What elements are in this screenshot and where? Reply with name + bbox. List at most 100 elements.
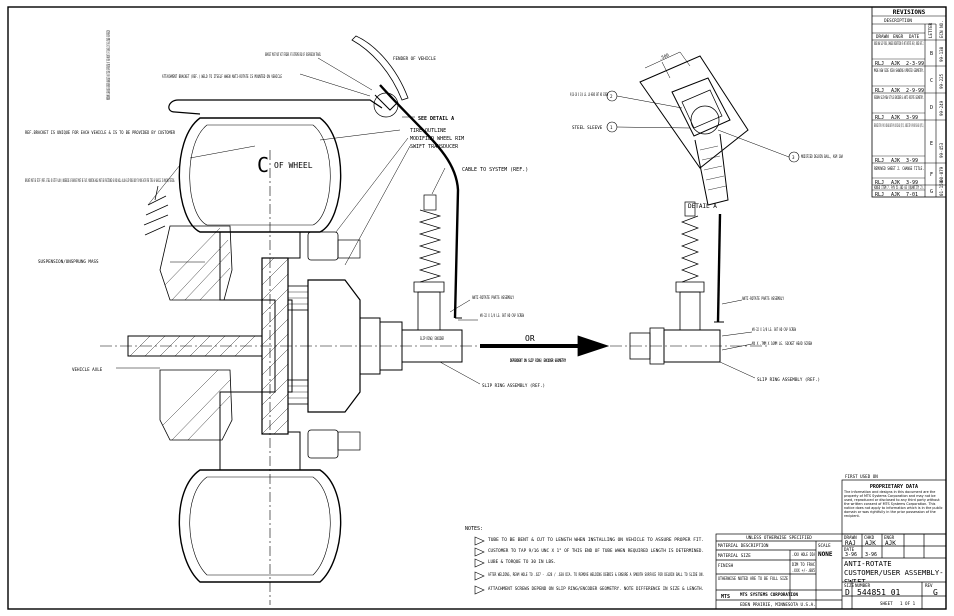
label-delrin: MODIFIED DELRIN BALL, ASM 10A [801, 154, 843, 159]
label-anti-rotate-right: ANTI-ROTATE PARTS ASSEMBLY [742, 296, 784, 301]
proprietary-title: PROPRIETARY DATA [870, 484, 918, 490]
right-view-labels: ANTI-ROTATE PARTS ASSEMBLY #8-32 X 3/8 L… [742, 296, 820, 382]
note-item: LUBE & TORQUE TO 30 IN LBS. [474, 558, 556, 568]
svg-text:FIRST USED ON: FIRST USED ON [845, 474, 878, 479]
svg-text:RLJ: RLJ [875, 158, 884, 164]
balloon-2: 2 [610, 94, 613, 99]
svg-text:CUSTOMER TO TAP 9/16 UNC X 1": CUSTOMER TO TAP 9/16 UNC X 1" OF THIS EN… [488, 548, 704, 553]
label-slip-assy-right: SLIP RING ASSEMBLY (REF.) [757, 377, 820, 382]
svg-text:AJK: AJK [891, 180, 900, 186]
label-or: OR [525, 334, 535, 343]
svg-text:AFTER WELDING, REAM HOLE TO .6: AFTER WELDING, REAM HOLE TO .627 - .628 … [488, 572, 704, 577]
svg-text:AJK: AJK [891, 115, 900, 121]
label-steel-sleeve: STEEL SLEEVE [572, 125, 603, 130]
label-attach-note: ATTACHMENT BRACKET (REF.) WELD TO ITSELF… [162, 74, 282, 79]
svg-text:AJK: AJK [891, 192, 900, 198]
svg-text:TUBE TO BE BENT & CUT TO LENGT: TUBE TO BE BENT & CUT TO LENGTH WHEN INS… [488, 537, 704, 542]
label-dependent: DEPENDENT ON SLIP RING/ ENCODER GEOMETRY [510, 358, 566, 363]
label-detail-screw: 9/16-18 X 3/4 LG. LO-HEAD SKT HD SCREW [570, 92, 608, 97]
svg-text:C: C [930, 78, 933, 84]
svg-text:2-9-99: 2-9-99 [906, 88, 924, 94]
label-slip-ring: SLIP RING/ ENCODER [420, 336, 444, 341]
note-item: ATTACHMENT SCREWS DEPEND ON SLIP RING/EN… [474, 585, 704, 595]
dwg-label: NUMBER [855, 583, 871, 588]
svg-text:E: E [930, 141, 933, 147]
tol-b: .XXX +/-.005 [792, 568, 815, 573]
revision-row: ADDED NEW SLIP RING, CHANGED ORIENTATION… [874, 41, 944, 67]
label-detail-title: DETAIL A [688, 203, 717, 210]
company-name: MTS SYSTEMS CORPORATION [740, 592, 798, 597]
title-block [715, 533, 947, 610]
scale-label: SCALE [818, 543, 831, 548]
drawing-border [7, 6, 947, 610]
svg-text:MADE NEW SIDE VIEW SHOWING UPD: MADE NEW SIDE VIEW SHOWING UPDATED GEOME… [874, 68, 924, 73]
svg-text:B: B [930, 51, 933, 57]
svg-text:3-99: 3-99 [906, 158, 918, 164]
label-cl-symbol: C [257, 153, 269, 177]
sheet-label: SHEET [880, 601, 893, 606]
svg-text:99-249: 99-249 [939, 100, 944, 116]
svg-text:00-079: 00-079 [939, 166, 944, 182]
revisions-header-description: DESCRIPTION [884, 18, 912, 23]
revision-row: MADE NEW SIDE VIEW SHOWING UPDATED GEOME… [874, 68, 944, 94]
label-tire-outline: TIRE OUTLINE [410, 128, 446, 134]
svg-text:RLJ: RLJ [875, 61, 884, 67]
svg-text:99-138: 99-138 [939, 46, 944, 62]
note-item: AFTER WELDING, REAM HOLE TO .627 - .628 … [474, 571, 704, 581]
chkd-value: AJK [865, 540, 876, 547]
svg-text:01-150: 01-150 [939, 180, 944, 196]
svg-text:3-99: 3-99 [906, 180, 918, 186]
svg-text:REDRAW SLIP/NEW STYLE ENCODER: REDRAW SLIP/NEW STYLE ENCODER & ANTI-ROT… [874, 95, 924, 100]
proprietary-data: FIRST USED ON PROPRIETARY DATA The infor… [841, 474, 947, 535]
company-city: EDEN PRAIRIE, MINNESOTA U.S.A. [740, 602, 816, 607]
detail-a-labels: 9/16-18 X 3/4 LG. LO-HEAD SKT HD SCREW S… [570, 52, 843, 210]
svg-text:ATTACHMENT SCREWS DEPEND ON SL: ATTACHMENT SCREWS DEPEND ON SLIP RING/EN… [488, 586, 704, 591]
label-screw-right2: M4 X .7MM X 16MM LG. SOCKET HEAD SCREW [752, 341, 812, 346]
revisions-header-ecn: ECN NO. [939, 20, 944, 38]
label-detail-dim: .500 [658, 52, 670, 61]
leader-lines [116, 57, 481, 385]
svg-text:99-453: 99-453 [939, 142, 944, 158]
tol-xxx: .XXX HOLE DIA [792, 552, 815, 557]
svg-text:D: D [930, 105, 933, 111]
label-cl-wheel: OF WHEEL [274, 161, 313, 170]
svg-text:RLJ: RLJ [875, 180, 884, 186]
notes-title: NOTES: [465, 526, 483, 532]
label-wheel-rim: MODIFIED WHEEL RIM [410, 136, 464, 142]
svg-text:RLJ: RLJ [875, 115, 884, 121]
label-bracket-stiff: BRACKET MUST BE STIFF (PREF. STEEL OR ST… [25, 178, 175, 183]
drawing-title: ANTI-ROTATE CUSTOMER/USER ASSEMBLY-SWIFT [844, 559, 944, 582]
material-description: MATERIAL DESCRIPTION [718, 543, 769, 548]
svg-text:RLJ: RLJ [875, 88, 884, 94]
svg-text:F: F [930, 172, 933, 178]
date-1: 3-96 [845, 552, 857, 558]
right-side-view [610, 201, 770, 365]
balloon-1: 1 [610, 125, 613, 130]
svg-text:AJK: AJK [891, 61, 900, 67]
revision-row: REMOVED SHEET 2. CHANGE TITLE. RLJ AJK 3… [874, 166, 944, 186]
revisions-header-engr: ENGR [893, 34, 904, 39]
svg-text:ADDED NEW SLIP RING, CHANGED O: ADDED NEW SLIP RING, CHANGED ORIENTATION… [874, 41, 924, 46]
title-block-text: UNLESS OTHERWISE SPECIFIED MATERIAL DESC… [718, 535, 944, 607]
svg-text:AJK: AJK [891, 158, 900, 164]
svg-text:ADDED ITEM 7. P/N 51-302-03 (Q: ADDED ITEM 7. P/N 51-302-03 (QUANTITY 2)… [874, 185, 924, 190]
revisions-table: REVISIONS DESCRIPTION DRAWN ENGR DATE LE… [871, 6, 947, 198]
svg-text:RLJ: RLJ [875, 192, 884, 198]
date-label: DATE [844, 547, 855, 552]
engr-value: AJK [885, 540, 896, 547]
label-swift: SWIFT TRANSDUCER [410, 144, 459, 150]
label-min-clearance: MINIMUM CLEARANCE BETWEEN BRACKET AND TI… [106, 30, 111, 100]
finish: FINISH [718, 563, 734, 568]
label-ref-bracket: REF.BRACKET IS UNIQUE FOR EACH VEHICLE &… [25, 130, 175, 135]
size-label: SIZE [844, 583, 855, 588]
svg-text:REPLACED ITEM 4 P/N 54-500-001: REPLACED ITEM 4 P/N 54-500-001 WITH P/N … [874, 123, 924, 128]
main-view-labels: FENDER OF VEHICLE BRACKET MUST NOT HIT F… [25, 30, 566, 388]
tol-a: DIM TO FRAC [792, 562, 815, 567]
note-item: TUBE TO BE BENT & CUT TO LENGTH WHEN INS… [474, 536, 704, 546]
material-note: OTHERWISE NOTED ARE TO BE FULL SIZE [718, 576, 788, 581]
revisions-header-date: DATE [909, 34, 920, 39]
size-value: D [845, 588, 850, 597]
label-bracket-note: BRACKET MUST NOT HIT FENDER AT EXTREME E… [265, 52, 321, 57]
scale-value: NONE [818, 551, 833, 558]
main-view [100, 35, 610, 605]
